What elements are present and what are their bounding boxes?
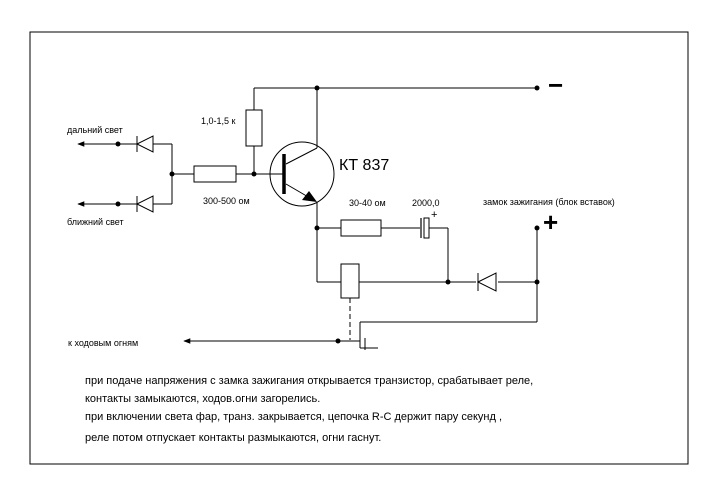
label-capacitor: 2000,0	[412, 198, 440, 208]
resistor-series	[193, 165, 237, 183]
label-resistor-base: 1,0-1,5 к	[201, 116, 236, 126]
junction-dot	[115, 141, 121, 147]
junction-dot	[115, 201, 121, 207]
junction-dot	[335, 338, 341, 344]
negative-sign: −	[548, 70, 563, 100]
resistor-base	[245, 109, 263, 147]
label-resistor-rc: 30-40 ом	[349, 198, 386, 208]
relay-coil	[340, 263, 360, 299]
capacitor	[420, 217, 430, 239]
label-resistor-series: 300-500 ом	[203, 196, 250, 206]
note-line-1: при подаче напряжения с замка зажигания …	[85, 375, 533, 387]
diode-ignition	[476, 272, 498, 292]
note-line-4: реле потом отпускает контакты размыкаютс…	[85, 432, 381, 444]
note-line-3: при включении света фар, транз. закрывае…	[85, 411, 502, 423]
junction-dot	[445, 279, 451, 285]
diode-high-beam	[135, 135, 154, 153]
label-transistor: КТ 837	[339, 157, 389, 174]
capacitor-plus: +	[431, 209, 437, 221]
resistor-rc	[340, 219, 382, 237]
junction-dot	[534, 279, 540, 285]
junction-dot	[534, 225, 540, 231]
diode-low-beam	[135, 195, 154, 213]
diagram-frame	[29, 31, 689, 465]
negative-terminal-dot	[534, 85, 540, 91]
label-running-lights: к ходовым огням	[68, 338, 138, 348]
transistor-kt837	[269, 88, 335, 208]
positive-sign: +	[543, 207, 558, 237]
label-high-beam: дальний свет	[67, 125, 123, 135]
label-ignition: замок зажигания (блок вставок)	[483, 197, 615, 207]
label-low-beam: ближний свет	[67, 217, 124, 227]
note-line-2: контакты замыкаются, ходов.огни загорели…	[85, 393, 320, 405]
junction-dot	[251, 171, 257, 177]
